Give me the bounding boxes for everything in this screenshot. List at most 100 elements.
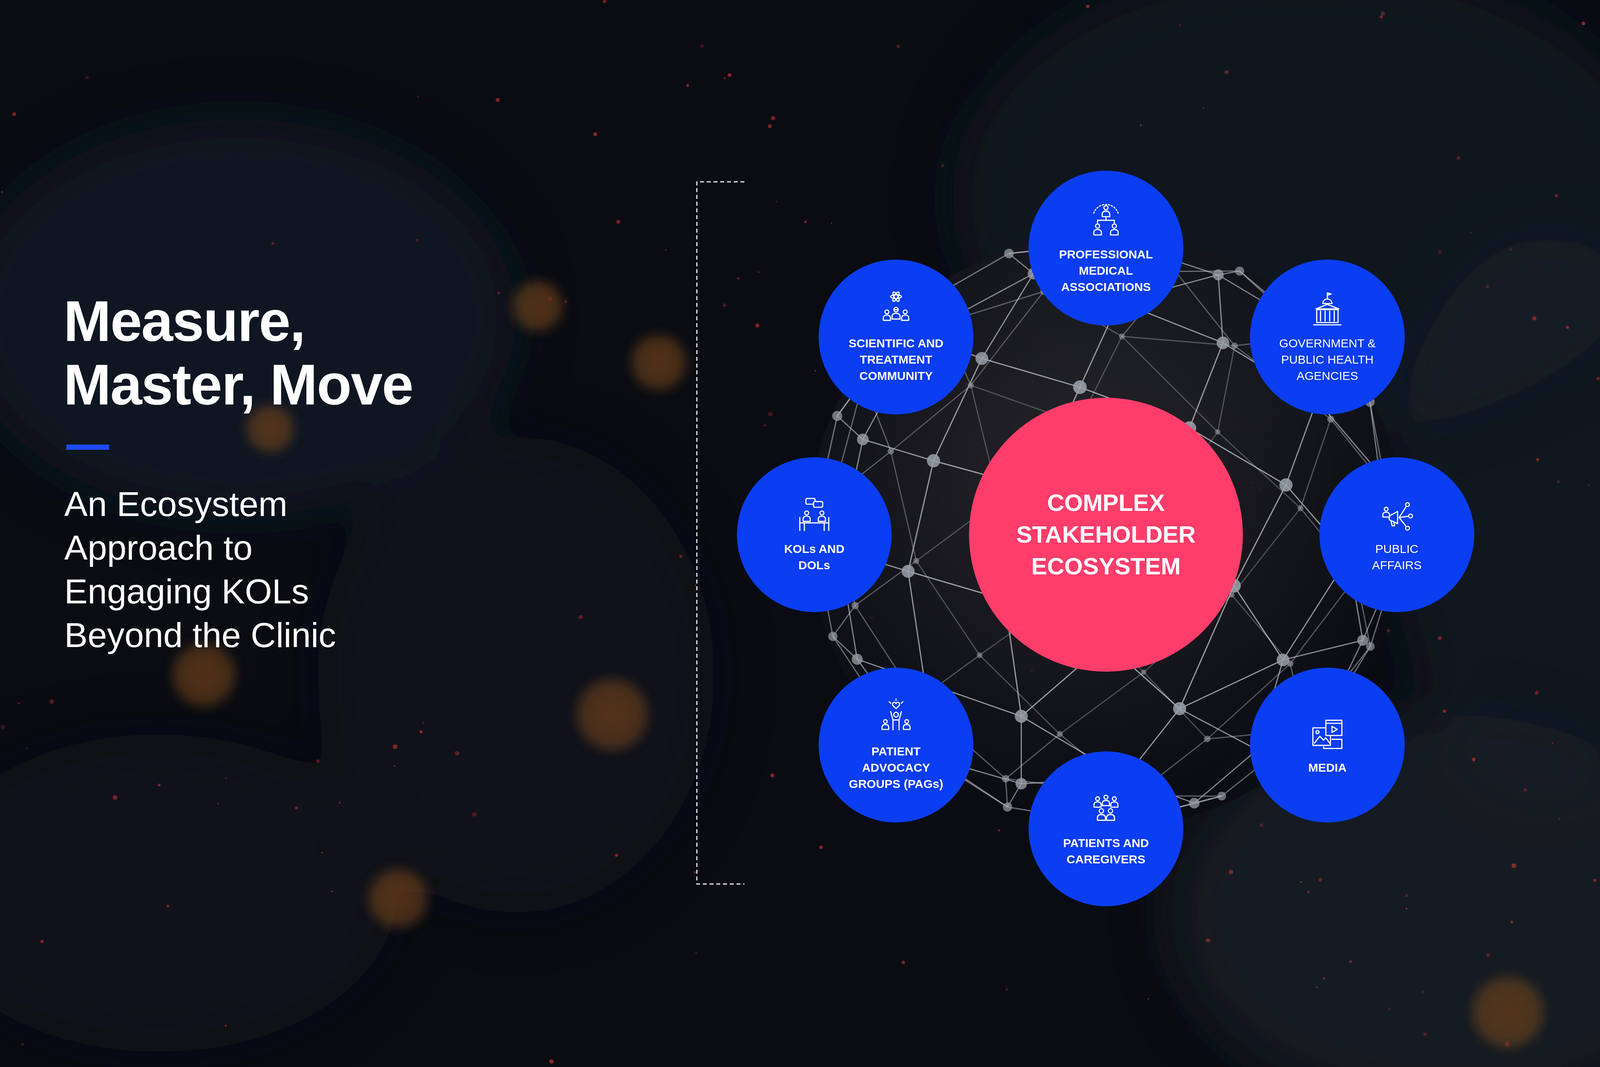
particle [896, 44, 900, 49]
cell-blob-core [590, 692, 634, 736]
cell-blob [368, 868, 428, 928]
particle [1486, 952, 1491, 957]
icon [876, 698, 916, 737]
particle [693, 871, 697, 874]
accent-dash [66, 444, 110, 450]
particle [321, 851, 323, 854]
particle [1307, 890, 1310, 893]
person-body [1101, 211, 1110, 217]
particle [166, 904, 170, 908]
icon-dome [1322, 298, 1332, 304]
person-head [893, 711, 899, 717]
particle [1202, 106, 1205, 110]
icon-megaphone [1389, 511, 1398, 526]
stakeholder-label: SCIENTIFIC AND TREATMENT COMMUNITY [836, 334, 956, 384]
network-node [1173, 701, 1187, 716]
icon-bubble [813, 501, 823, 507]
particle [0, 190, 3, 193]
icon-media [1313, 719, 1343, 749]
particle [21, 1042, 24, 1045]
icon-link [1097, 217, 1115, 223]
network-line [1059, 671, 1144, 734]
circle-outline [1028, 751, 1184, 906]
particle [901, 960, 906, 964]
particle [1523, 788, 1527, 792]
person-head [1384, 507, 1389, 511]
circle-content: MEDIA [1250, 667, 1405, 823]
particle [1510, 920, 1514, 924]
icon [1308, 290, 1347, 329]
icon-wall [1316, 309, 1339, 323]
circle-content: PROFESSIONAL MEDICAL ASSOCIATIONS [1028, 170, 1184, 326]
network-line [907, 571, 925, 683]
particle [454, 750, 460, 756]
network-line [1175, 270, 1240, 272]
icon-advocacy [882, 698, 911, 730]
icon [1086, 790, 1125, 829]
icon-window [1325, 719, 1342, 735]
particle [615, 853, 619, 857]
icon [1308, 714, 1347, 753]
network-line [981, 273, 1034, 359]
center-circle: COMPLEX STAKEHOLDER ECOSYSTEM [969, 397, 1243, 672]
particle [814, 369, 817, 372]
network-line [979, 655, 1060, 735]
network-line [1005, 733, 1060, 779]
particle [331, 890, 333, 892]
particle [497, 291, 500, 295]
cell-blob [576, 678, 649, 750]
person-head [903, 309, 908, 314]
network-node [1365, 642, 1375, 651]
particle [723, 76, 727, 80]
icon-megaphone [1382, 502, 1413, 530]
particle [1471, 757, 1476, 762]
particle [271, 242, 275, 245]
particle [1511, 863, 1517, 868]
stakeholder-circle: SCIENTIFIC AND TREATMENT COMMUNITY [818, 259, 974, 415]
particle [686, 84, 690, 87]
particle [1228, 869, 1234, 875]
haze-cloud [0, 734, 397, 1052]
network-node [913, 557, 920, 564]
particle [1386, 628, 1391, 633]
particle [1557, 817, 1561, 820]
network-line [971, 291, 1045, 385]
person-body [892, 313, 900, 320]
particle [1349, 959, 1352, 963]
particle [49, 699, 54, 704]
particle [1421, 990, 1424, 993]
network-line [916, 560, 980, 656]
network-line [1218, 274, 1224, 343]
particle [616, 219, 621, 224]
network-node [851, 653, 863, 665]
stakeholder-circle: KOLs AND DOLs [736, 457, 892, 612]
network-node [1212, 269, 1224, 281]
icon [876, 290, 916, 329]
particle [1554, 194, 1558, 198]
particle [941, 163, 945, 168]
person-body [903, 724, 910, 729]
person-body [882, 724, 889, 729]
person-body [1094, 801, 1102, 807]
particle [1469, 231, 1472, 234]
particle [679, 554, 683, 558]
person-head [1103, 205, 1108, 210]
network-node [975, 351, 989, 365]
network-node [926, 453, 941, 468]
circle-fill [1028, 170, 1184, 326]
circle-fill [1250, 667, 1405, 823]
stakeholder-label: PUBLIC AFFAIRS [1357, 540, 1437, 574]
particle [1205, 937, 1210, 942]
circle-content: KOLs AND DOLs [736, 457, 892, 612]
network-node [828, 631, 838, 641]
person-head [1099, 808, 1104, 813]
network-line [1233, 585, 1283, 660]
particle [664, 248, 667, 251]
particle [1596, 376, 1600, 381]
particle [1318, 877, 1323, 882]
particle [602, 0, 607, 4]
network-node [967, 382, 974, 389]
person-head [884, 309, 889, 314]
particle [415, 238, 419, 242]
